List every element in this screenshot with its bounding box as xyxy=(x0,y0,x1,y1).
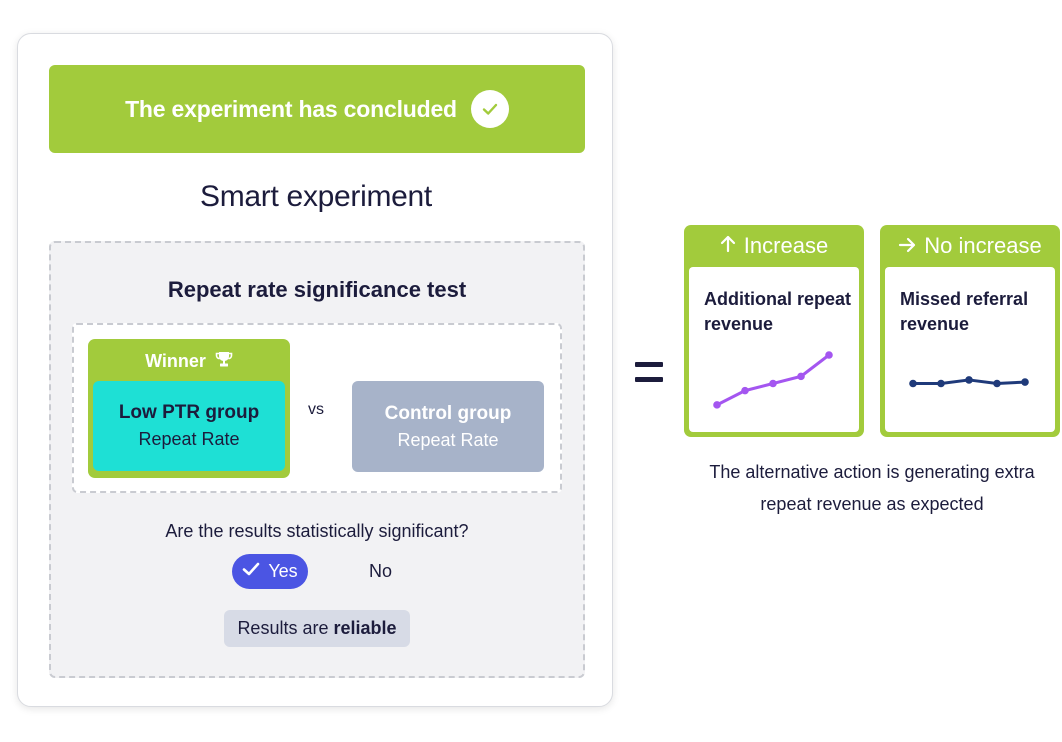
experiment-title: Smart experiment xyxy=(200,180,432,213)
trend-point xyxy=(741,386,749,395)
winner-label-row: Winner xyxy=(88,350,290,373)
outcome-header: Increase xyxy=(684,233,864,259)
outcome-increase-card: Increase Additional repeat revenue xyxy=(684,225,864,437)
trend-point xyxy=(713,401,721,409)
trend-point xyxy=(1021,378,1029,386)
arrow-up-icon xyxy=(720,233,736,259)
trophy-icon xyxy=(215,350,233,373)
significance-question: Are the results statistically significan… xyxy=(165,521,469,541)
experiment-card: The experiment has concluded Smart exper… xyxy=(17,33,613,707)
trend-point xyxy=(909,379,917,388)
trend-point xyxy=(937,379,945,388)
equals-sign xyxy=(635,362,663,384)
yes-label: Yes xyxy=(268,561,298,581)
test-title: Repeat rate significance test xyxy=(167,277,467,302)
outcome-header: No increase xyxy=(880,233,1060,259)
trend-point xyxy=(965,376,973,384)
outcome-header-label: Increase xyxy=(743,233,829,258)
trend-point xyxy=(797,372,805,381)
vs-label: vs xyxy=(308,401,324,418)
outcome-content: Missed referral revenue xyxy=(885,267,1055,432)
group-metric: Repeat Rate xyxy=(397,429,499,450)
no-option[interactable]: No xyxy=(369,561,393,581)
outcome-title: Additional repeat revenue xyxy=(704,289,852,334)
control-group: Control group Repeat Rate xyxy=(352,381,544,472)
outcome-header-label: No increase xyxy=(924,233,1042,258)
check-circle-icon xyxy=(470,90,509,128)
experiment-concluded-banner: The experiment has concluded xyxy=(49,65,585,153)
trend-sparkline xyxy=(909,376,1029,388)
reliability-badge: Results are reliable xyxy=(224,610,410,647)
low-ptr-group: Low PTR group Repeat Rate xyxy=(93,381,285,471)
significance-test-panel: Repeat rate significance test Winner xyxy=(49,241,585,678)
trend-sparkline xyxy=(713,351,833,409)
trend-point xyxy=(993,379,1001,388)
outcome-title: Missed referral revenue xyxy=(900,289,1029,334)
check-icon xyxy=(242,561,260,582)
yes-option[interactable]: Yes xyxy=(232,554,308,589)
outcome-content: Additional repeat revenue xyxy=(689,267,859,432)
winner-card: Winner Low PTR group Repeat Rate xyxy=(88,339,290,478)
group-metric: Repeat Rate xyxy=(138,429,240,449)
group-name: Control group xyxy=(384,402,512,424)
reliability-prefix: Results are xyxy=(237,618,329,638)
group-name: Low PTR group xyxy=(118,402,260,423)
trend-point xyxy=(769,379,777,388)
winner-label: Winner xyxy=(145,351,206,371)
outcome-no-increase-card: No increase Missed referral revenue xyxy=(880,225,1060,437)
arrow-right-icon xyxy=(898,233,916,259)
group-comparison: Winner Low PTR group Repeat Rate xyxy=(72,323,562,493)
banner-text: The experiment has concluded xyxy=(125,95,457,122)
outcome-caption: The alternative action is generating ext… xyxy=(709,462,1035,514)
trend-point xyxy=(825,351,833,359)
reliability-emphasis: reliable xyxy=(333,618,397,638)
